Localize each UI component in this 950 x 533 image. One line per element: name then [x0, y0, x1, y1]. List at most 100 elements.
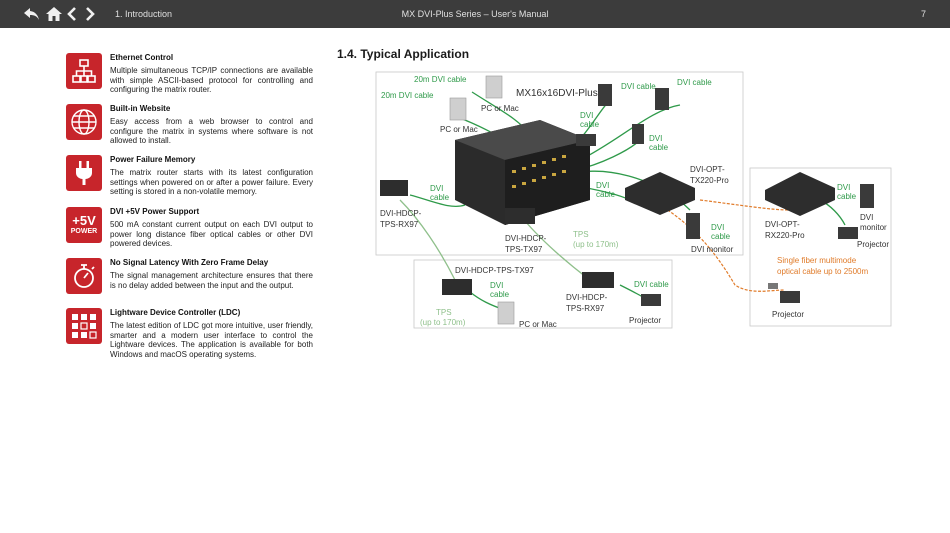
device-label: Projector	[857, 240, 889, 249]
dvi-cable-label: DVI cable	[621, 82, 656, 91]
tps-label: (up to 170m)	[420, 318, 466, 327]
icon-text-power: POWER	[70, 228, 98, 235]
feature-body: The signal management architecture ensur…	[110, 271, 313, 290]
matrix-router-device	[455, 120, 590, 225]
feature-title: DVI +5V Power Support	[110, 207, 200, 216]
device-label: TX220-Pro	[690, 176, 729, 185]
fiber-cable-line	[699, 199, 791, 211]
dvi-cable-label: cable	[596, 190, 616, 199]
device-label: PC or Mac	[440, 125, 478, 134]
pc-device	[449, 97, 467, 121]
top-navigation-bar: 1. Introduction MX DVI-Plus Series – Use…	[0, 0, 950, 28]
feature-title: Ethernet Control	[110, 53, 174, 62]
device-label: TPS-RX97	[380, 220, 419, 229]
monitor-device	[860, 184, 874, 208]
page-number: 7	[920, 9, 926, 19]
icon-text-5v: +5V	[72, 213, 96, 228]
monitor-device	[632, 124, 644, 144]
dvi-cable-label: 20m DVI cable	[381, 91, 434, 100]
tps-transmitter-device	[442, 279, 472, 295]
device-label: PC or Mac	[481, 104, 519, 113]
feature-body: The latest edition of LDC got more intui…	[110, 321, 313, 359]
device-label: DVI-HDCP-	[505, 234, 547, 243]
document-title: MX DVI-Plus Series – User's Manual	[401, 9, 549, 19]
tps-transmitter-device	[505, 208, 535, 224]
device-label: DVI-OPT-	[765, 220, 800, 229]
dvi-cable-label: DVI cable	[677, 78, 712, 87]
monitor-device	[686, 213, 700, 239]
pc-device	[485, 75, 503, 99]
plus5v-power-icon: +5V POWER	[66, 207, 102, 243]
device-label: DVI-OPT-	[690, 165, 725, 174]
previous-page-icon[interactable]	[62, 4, 82, 24]
dvi-cable-label: DVI cable	[634, 280, 669, 289]
fiber-label: Single fiber multimode	[777, 256, 857, 265]
fiber-dongle	[768, 283, 778, 289]
network-icon	[66, 53, 102, 89]
device-label: DVI-HDCP-	[380, 209, 422, 218]
pc-device	[497, 301, 515, 325]
feature-title: Built-in Website	[110, 104, 171, 113]
dvi-cable-label: DVI	[490, 281, 503, 290]
fiber-label: optical cable up to 2500m	[777, 267, 869, 276]
dvi-cable-label: DVI	[837, 183, 850, 192]
device-label: Projector	[629, 316, 661, 325]
dvi-cable-line	[409, 194, 466, 207]
device-label: TPS-TX97	[505, 245, 543, 254]
feature-title: Lightware Device Controller (LDC)	[110, 308, 241, 317]
dvi-cable-label: cable	[490, 290, 510, 299]
globe-www-icon	[66, 104, 102, 140]
breadcrumb[interactable]: 1. Introduction	[115, 9, 173, 19]
dvi-cable-label: cable	[649, 143, 669, 152]
device-label: TPS-RX97	[566, 304, 605, 313]
device-label: DVI-HDCP-	[566, 293, 608, 302]
ldc-grid-icon	[66, 308, 102, 344]
fiber-extension-frame	[749, 167, 892, 327]
tps-extension-frame	[413, 259, 673, 329]
tps-cable-line	[399, 199, 456, 281]
matrix-label: MX16x16DVI-Plus	[516, 88, 598, 99]
monitor-device	[655, 88, 669, 110]
feature-body: The matrix router starts with its latest…	[110, 168, 313, 197]
dvi-cable-label: cable	[430, 193, 450, 202]
monitor-device	[598, 84, 612, 106]
stopwatch-icon	[66, 258, 102, 294]
device-label: RX220-Pro	[765, 231, 805, 240]
dvi-cable-label: DVI	[711, 223, 724, 232]
next-page-icon[interactable]	[80, 4, 100, 24]
opt-receiver-device	[765, 172, 835, 216]
dvi-cable-label: cable	[837, 192, 857, 201]
feature-title: Power Failure Memory	[110, 155, 196, 164]
power-plug-icon	[66, 155, 102, 191]
tps-label: TPS	[573, 230, 589, 239]
device-label: monitor	[860, 223, 887, 232]
device-label: DVI monitor	[691, 245, 734, 254]
feature-body: Easy access from a web browser to contro…	[110, 117, 313, 146]
device-label: DVI-HDCP-TPS-TX97	[455, 266, 534, 275]
dvi-cable-label: cable	[580, 120, 600, 129]
tps-label: TPS	[436, 308, 452, 317]
device-label: DVI	[860, 213, 873, 222]
section-title: 1.4. Typical Application	[337, 47, 470, 61]
dvi-cable-label: 20m DVI cable	[414, 75, 467, 84]
back-history-icon[interactable]	[22, 4, 42, 24]
projector-device	[780, 291, 800, 303]
device-label: PC or Mac	[519, 320, 557, 329]
tps-receiver-device	[380, 180, 408, 196]
tps-label: (up to 170m)	[573, 240, 619, 249]
home-icon[interactable]	[44, 4, 64, 24]
small-converter-box	[576, 134, 596, 146]
feature-title: No Signal Latency With Zero Frame Delay	[110, 258, 269, 267]
dvi-cable-label: DVI	[649, 134, 662, 143]
device-label: Projector	[772, 310, 804, 319]
feature-body: 500 mA constant current output on each D…	[110, 220, 313, 249]
dvi-cable-label: DVI	[596, 181, 609, 190]
dvi-cable-label: cable	[711, 232, 731, 241]
dvi-cable-label: DVI	[430, 184, 443, 193]
tps-receiver-device	[582, 272, 614, 288]
projector-device	[838, 227, 858, 239]
opt-transmitter-device	[625, 172, 695, 215]
feature-body: Multiple simultaneous TCP/IP connections…	[110, 66, 313, 95]
dvi-cable-label: DVI	[580, 111, 593, 120]
